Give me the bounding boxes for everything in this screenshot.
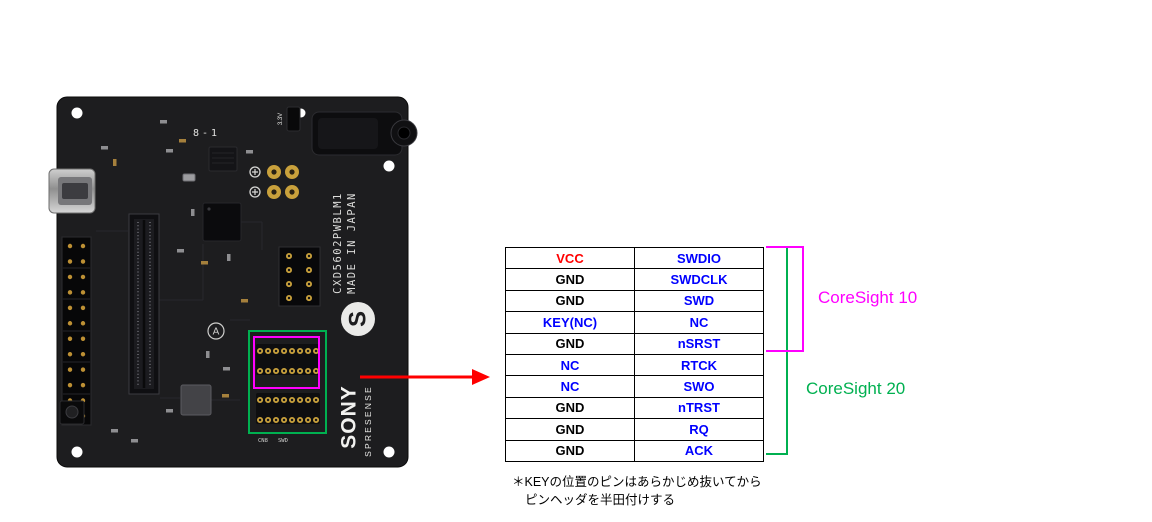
coresight-10-label: CoreSight 10 xyxy=(818,288,918,307)
pin-cell: SWO xyxy=(634,375,764,398)
audio-jack xyxy=(311,111,418,156)
left-pin-headers xyxy=(61,236,92,426)
pin-cell: VCC xyxy=(505,246,635,270)
sony-logo-text: SONY xyxy=(338,385,361,449)
voltage-label: 3.3V xyxy=(278,113,284,125)
voltage-jumper: 3.3V xyxy=(278,106,301,132)
passive-components xyxy=(101,120,253,443)
secondary-chip xyxy=(208,146,238,172)
pin-cell: GND xyxy=(505,418,635,441)
magenta-highlight-box xyxy=(253,336,320,389)
cn5-header xyxy=(278,246,321,307)
pin-cell: RTCK xyxy=(634,353,764,377)
pin-row: GND SWDCLK xyxy=(505,268,764,291)
svg-text:S: S xyxy=(345,311,372,327)
swd-label: SWD xyxy=(278,438,288,444)
pin-row: VCC SWDIO xyxy=(505,246,764,270)
pin-cell: RQ xyxy=(634,418,764,441)
pin-cell: GND xyxy=(505,439,635,462)
pin-cell: GND xyxy=(505,289,635,313)
pin-row: GND nSRST xyxy=(505,332,764,355)
board-photo: 3.3V xyxy=(48,96,418,468)
pin-cell: GND xyxy=(505,268,635,291)
note-line-1: ＊KEYの位置のピンはあらかじめ抜いてから xyxy=(512,475,762,489)
pin-cell: SWD xyxy=(634,289,764,313)
pin-cell: GND xyxy=(505,332,635,355)
push-button xyxy=(59,400,85,425)
pin-cell: nSRST xyxy=(634,332,764,355)
pin-row: NC RTCK xyxy=(505,353,764,377)
pin-row: GND ACK xyxy=(505,439,764,462)
pin-cell: SWDCLK xyxy=(634,268,764,291)
made-in-japan-text: MADE IN JAPAN xyxy=(346,192,358,294)
pin-row: GND RQ xyxy=(505,418,764,441)
pin-row: GND nTRST xyxy=(505,396,764,420)
svg-text:A: A xyxy=(213,327,220,338)
pin-cell: ACK xyxy=(634,439,764,462)
coresight-10-bracket xyxy=(766,246,804,352)
coresight-20-label: CoreSight 20 xyxy=(806,379,906,398)
metal-shield xyxy=(180,384,212,416)
pin-row: NC SWO xyxy=(505,375,764,398)
note-line-2: ピンヘッダを半田付けする xyxy=(525,492,676,507)
pin-cell: NC xyxy=(505,375,635,398)
crystal xyxy=(182,173,196,182)
pin-cell: NC xyxy=(634,311,764,334)
pointer-arrow xyxy=(360,369,490,385)
model-number-text: CXD5602PWBLM1 xyxy=(332,192,344,294)
pin-row: KEY(NC) NC xyxy=(505,311,764,334)
key-pin-note: ＊KEYの位置のピンはあらかじめ抜いてから ピンヘッダを半田付けする xyxy=(512,474,762,509)
green-highlight-box xyxy=(248,330,327,434)
power-pads xyxy=(249,165,299,199)
pin-cell: SWDIO xyxy=(634,246,764,270)
pin-table: VCC SWDIO GND SWDCLK GND SWD KEY(NC) NC … xyxy=(505,246,764,462)
revision-mark: A xyxy=(207,322,225,340)
main-chip xyxy=(202,202,242,242)
pin-cell: NC xyxy=(505,353,635,377)
cn8-label: CN8 xyxy=(258,438,268,444)
pin-cell: nTRST xyxy=(634,396,764,420)
spresense-logo: S xyxy=(341,302,375,336)
pin-cell-key: KEY(NC) xyxy=(505,311,635,334)
board-to-board-connector xyxy=(128,213,160,395)
swd-pin-pads xyxy=(256,344,320,424)
pin-row: GND SWD xyxy=(505,289,764,313)
micro-usb-connector xyxy=(48,168,96,214)
silk-top-label: 8-1 xyxy=(193,128,220,139)
mounting-holes xyxy=(71,107,395,458)
pin-cell: GND xyxy=(505,396,635,420)
product-name-text: SPRESENSE xyxy=(363,385,373,457)
